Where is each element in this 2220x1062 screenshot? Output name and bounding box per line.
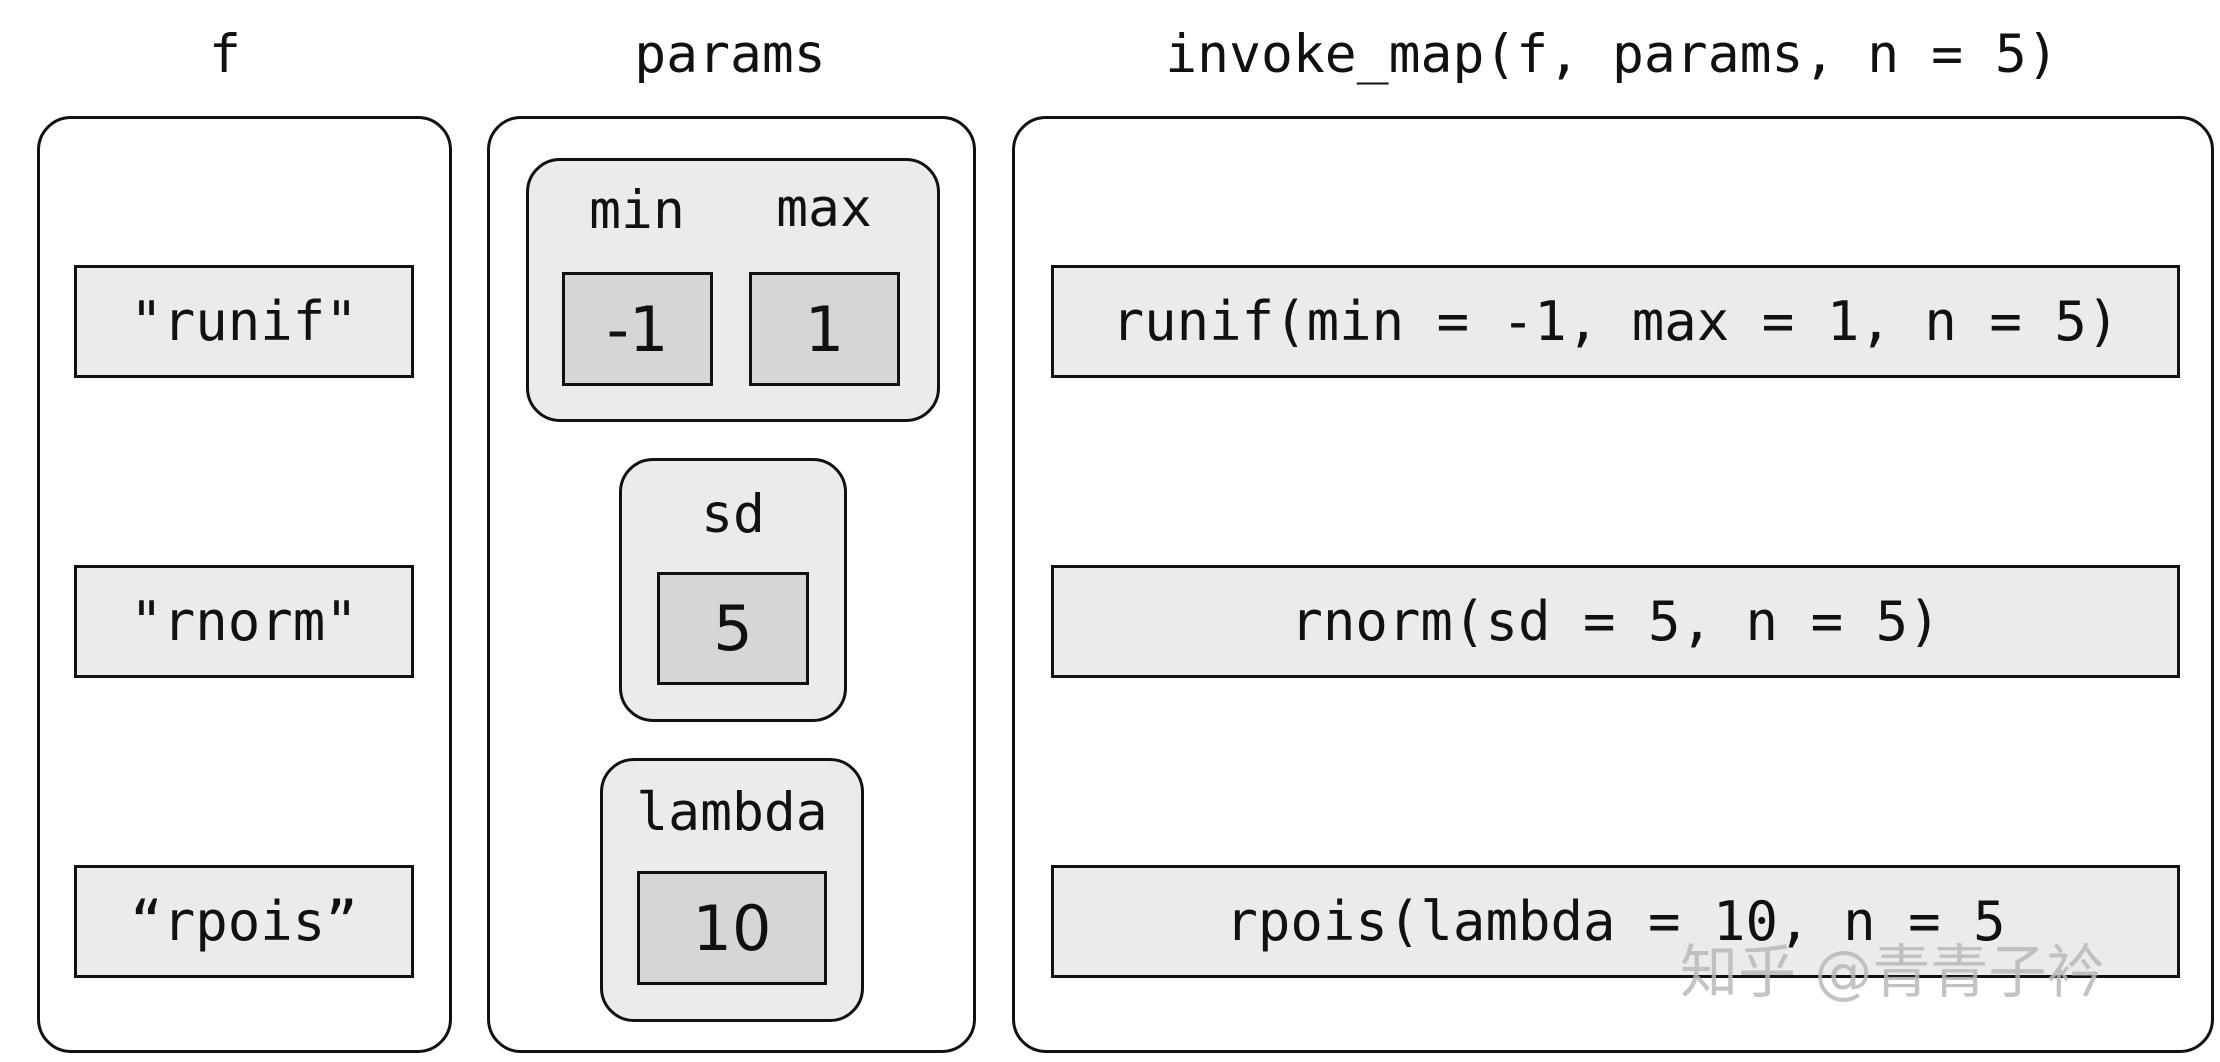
param-value-max: 1 bbox=[749, 272, 900, 386]
param-group-runif: min max -1 1 bbox=[526, 158, 940, 422]
watermark: 知乎 @青青子衿 bbox=[1680, 938, 2105, 1006]
param-value-lambda: 10 bbox=[637, 871, 827, 985]
function-name-rpois: “rpois” bbox=[74, 865, 414, 978]
param-group-rpois: lambda 10 bbox=[600, 758, 864, 1022]
result-column-title: invoke_map(f, params, n = 5) bbox=[1165, 24, 2059, 85]
param-value-min: -1 bbox=[562, 272, 713, 386]
result-panel: runif(min = -1, max = 1, n = 5) rnorm(sd… bbox=[1012, 116, 2214, 1053]
param-name-min: min bbox=[589, 180, 685, 241]
f-panel: "runif" "rnorm" “rpois” bbox=[37, 116, 452, 1053]
call-runif: runif(min = -1, max = 1, n = 5) bbox=[1051, 265, 2180, 378]
param-name-max: max bbox=[776, 178, 872, 239]
params-column-title: params bbox=[634, 24, 826, 85]
function-name-runif: "runif" bbox=[74, 265, 414, 378]
call-rpois: rpois(lambda = 10, n = 5 bbox=[1051, 865, 2180, 978]
call-rnorm: rnorm(sd = 5, n = 5) bbox=[1051, 565, 2180, 678]
param-name-lambda: lambda bbox=[636, 782, 828, 843]
param-value-sd: 5 bbox=[657, 572, 809, 685]
param-name-sd: sd bbox=[701, 484, 765, 545]
params-panel: min max -1 1 sd 5 lambda 10 bbox=[487, 116, 976, 1053]
param-group-rnorm: sd 5 bbox=[619, 458, 847, 722]
f-column-title: f bbox=[209, 24, 241, 85]
function-name-rnorm: "rnorm" bbox=[74, 565, 414, 678]
